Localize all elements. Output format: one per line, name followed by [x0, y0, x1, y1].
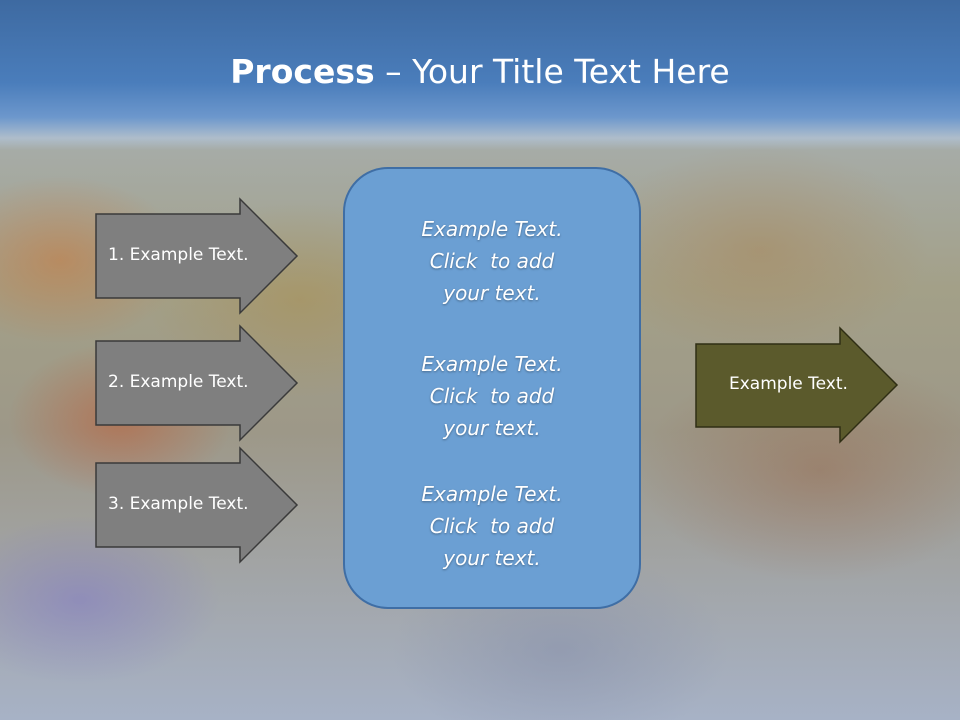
- center-text-block-2: Example Text. Click to add your text.: [344, 348, 640, 444]
- title-rest: – Your Title Text Here: [374, 52, 730, 91]
- center-text-line: your text.: [443, 546, 541, 570]
- left-arrow-3[interactable]: [95, 446, 299, 564]
- left-arrow-1[interactable]: [95, 197, 299, 315]
- left-arrow-2[interactable]: [95, 324, 299, 442]
- left-arrow-1-label: 1. Example Text.: [108, 245, 249, 265]
- center-text-block-3: Example Text. Click to add your text.: [344, 478, 640, 574]
- center-text-line: Click to add: [429, 514, 555, 538]
- title-bold: Process: [230, 52, 375, 91]
- center-text-line: Example Text.: [421, 352, 563, 376]
- slide-title[interactable]: Process – Your Title Text Here: [0, 52, 960, 91]
- center-box[interactable]: [343, 167, 641, 609]
- center-text-line: your text.: [443, 416, 541, 440]
- center-text-line: Example Text.: [421, 482, 563, 506]
- center-text-block-1: Example Text. Click to add your text.: [344, 213, 640, 309]
- center-text-line: Example Text.: [421, 217, 563, 241]
- center-text-line: your text.: [443, 281, 541, 305]
- center-text-line: Click to add: [429, 249, 555, 273]
- title-bar: [0, 0, 960, 150]
- right-arrow[interactable]: [695, 326, 899, 444]
- left-arrow-2-label: 2. Example Text.: [108, 372, 249, 392]
- right-arrow-label: Example Text.: [729, 374, 848, 394]
- left-arrow-3-label: 3. Example Text.: [108, 494, 249, 514]
- center-text-line: Click to add: [429, 384, 555, 408]
